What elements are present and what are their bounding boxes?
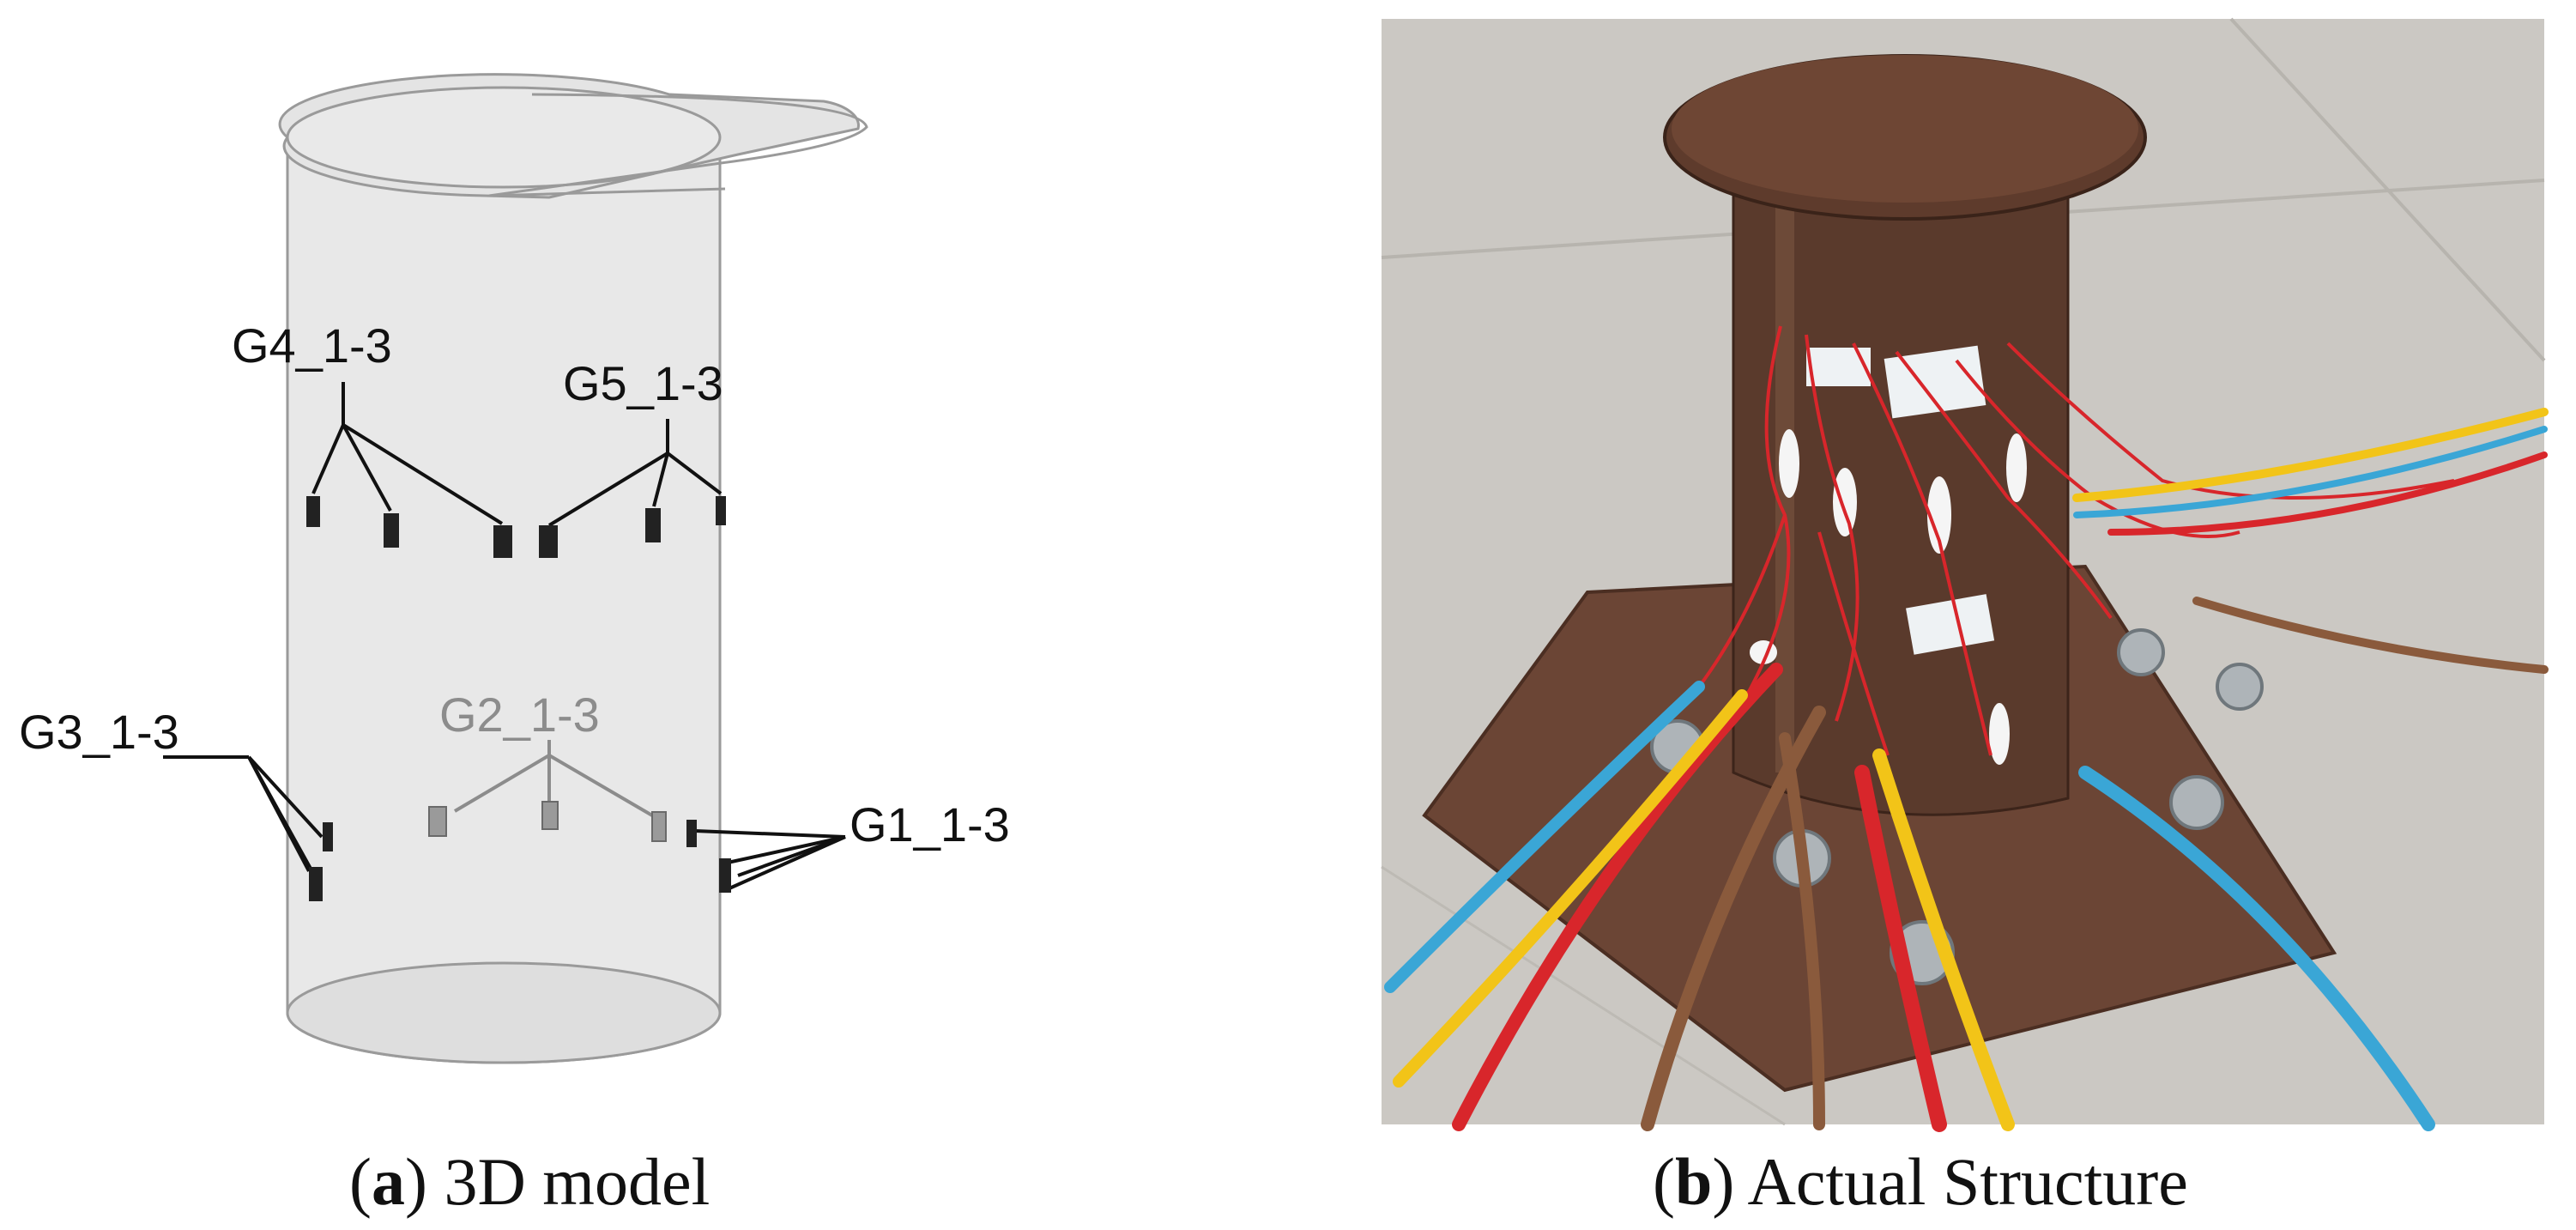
strain-gauge [309,867,323,901]
strain-gauge [493,525,512,558]
strain-gauge [645,508,661,542]
label-g3: G3_1-3 [19,705,179,759]
strain-gauge [306,496,320,527]
label-g5: G5_1-3 [563,356,723,410]
strain-gauge [686,820,697,847]
floor-joint [1381,865,1786,1126]
g1-gauge-group [686,820,846,893]
panel-3d-model: G4_1-3 G5_1-3 G3_1-3 G2_1-3 G1_1-3 (a) 3… [19,73,1010,1219]
cylinder-top-ellipse [286,86,722,189]
strain-gauge [651,811,667,842]
thick-cables [1384,408,2549,1132]
top-plate-seam [488,187,726,197]
g2-gauge-group [428,740,667,842]
panel-actual-structure: (b) Actual Structure [1339,0,2576,1230]
tape-label [1806,348,1871,386]
g3-gauge-group [163,755,333,901]
label-g2: G2_1-3 [439,688,600,742]
red-sensor-wires [1697,325,2455,756]
strain-gauge [539,525,558,558]
strain-gauge [384,513,399,548]
label-g4: G4_1-3 [232,318,392,373]
strain-gauge [541,801,559,830]
actual-structure-photo [1381,17,2549,1132]
top-plate-surface [1672,55,2138,203]
cylinder-body [286,136,722,1064]
cylinder-bottom-edge [286,961,722,1064]
strain-gauge [323,822,333,851]
label-g1: G1_1-3 [850,797,1010,851]
strain-gauge [719,858,731,893]
top-plate-edge [488,93,868,197]
g4-gauge-group [306,382,512,558]
floor-joint [2229,17,2546,362]
cylinder-model-diagram: G4_1-3 G5_1-3 G3_1-3 G2_1-3 G1_1-3 [19,73,1010,1064]
tape-label [1906,594,1995,655]
strain-gauge [428,806,447,837]
caption-b: (b) Actual Structure [1653,1144,2188,1219]
g5-gauge-group [539,419,726,558]
strain-gauge-patches [1750,429,2027,765]
caption-a: (a) 3D model [349,1144,711,1219]
strain-gauge [716,496,726,525]
